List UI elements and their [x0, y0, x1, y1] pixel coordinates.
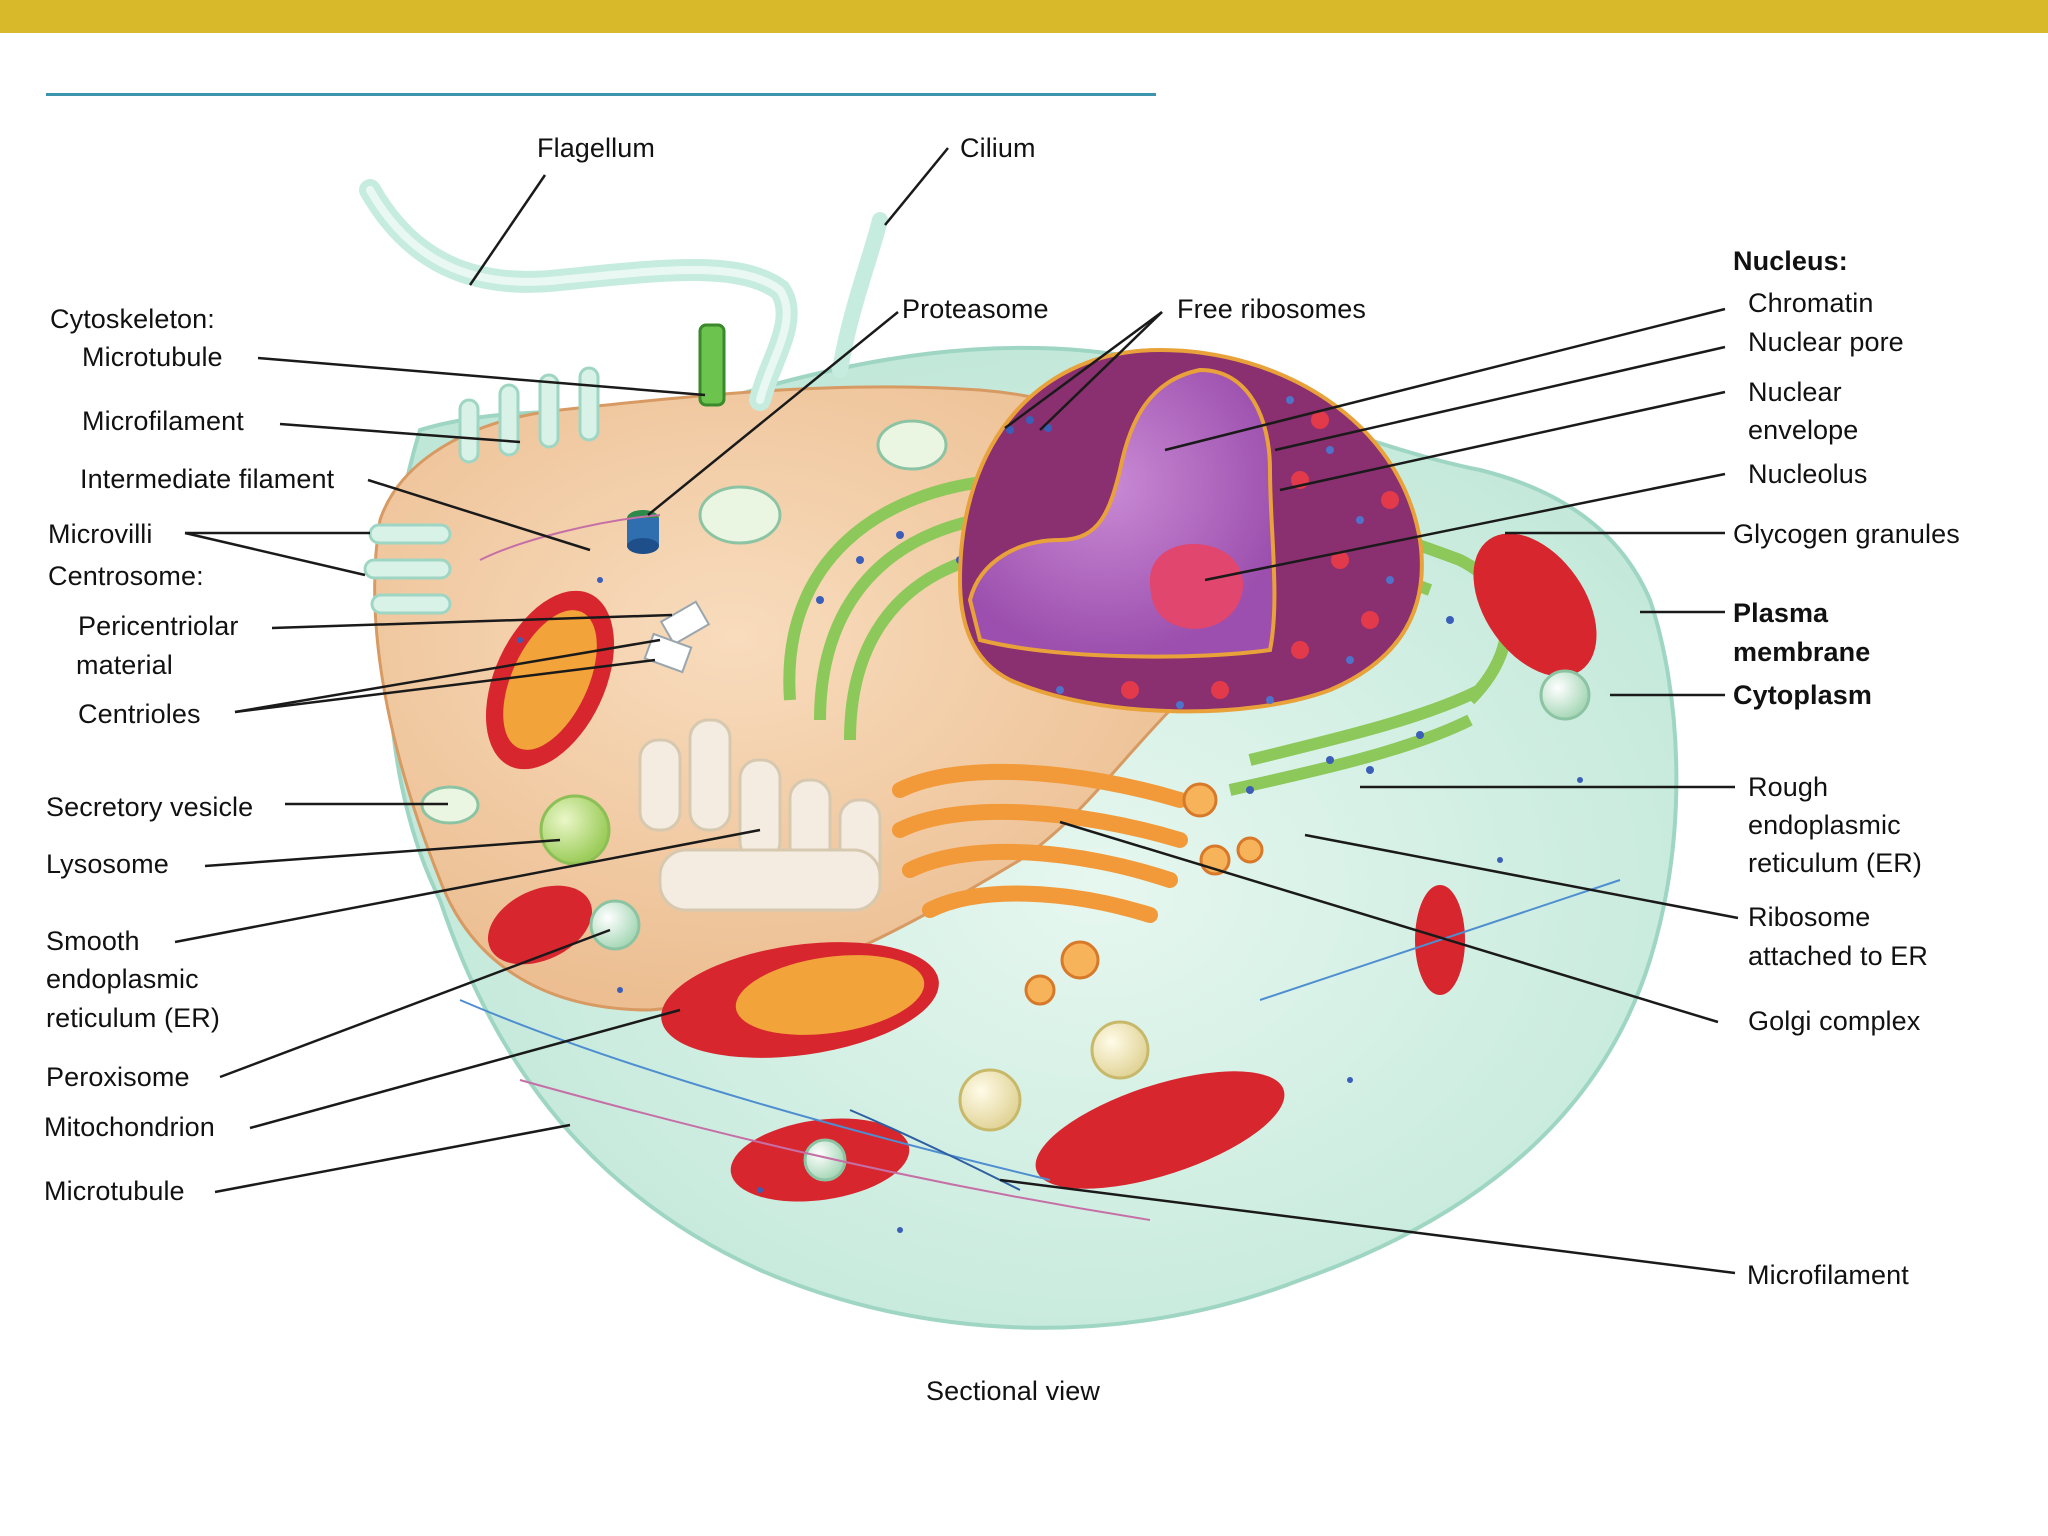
label-pericentriolar-line1: Pericentriolar	[78, 611, 239, 641]
nucleolus	[1150, 544, 1244, 629]
label-nuclear-pore: Nuclear pore	[1748, 327, 1904, 357]
label-intermediate-filament: Intermediate filament	[80, 464, 335, 494]
label-ribosome-er-line1: Ribosome	[1748, 902, 1871, 932]
label-rough-er-line1: Rough	[1748, 772, 1829, 802]
nuclear-surface-ribosomes	[1056, 396, 1394, 709]
label-smooth-er-line1: Smooth	[46, 926, 140, 956]
label-plasma-membrane-line2: membrane	[1733, 637, 1871, 667]
golgi-complex	[892, 763, 1188, 923]
label-microtubule-bottom: Microtubule	[44, 1176, 185, 1206]
label-proteasome: Proteasome	[902, 294, 1049, 324]
title-underline	[46, 93, 1156, 96]
cilium	[832, 212, 888, 378]
label-rough-er-line3: reticulum (ER)	[1748, 848, 1922, 878]
smooth-er	[638, 718, 882, 912]
nuclear-pores	[1121, 411, 1399, 699]
centrioles	[643, 600, 711, 674]
vesicle-bottom-b	[958, 1068, 1022, 1132]
free-ribosomes	[517, 416, 1583, 1233]
label-nuclear-envelope-line1: Nuclear	[1748, 377, 1842, 407]
vesicle-bottom-a	[1090, 1020, 1150, 1080]
label-microtubule-top: Microtubule	[82, 342, 223, 372]
label-pericentriolar-line2: material	[76, 650, 173, 680]
label-cilium: Cilium	[960, 133, 1036, 163]
label-microfilament-bottom: Microfilament	[1747, 1260, 1909, 1290]
label-flagellum: Flagellum	[537, 133, 655, 163]
label-golgi-complex: Golgi complex	[1748, 1006, 1921, 1036]
microtubule-top	[698, 323, 726, 407]
label-centrioles: Centrioles	[78, 699, 201, 729]
label-secretory-vesicle: Secretory vesicle	[46, 792, 254, 822]
label-nucleus-header: Nucleus:	[1733, 246, 1848, 276]
label-smooth-er-line2: endoplasmic	[46, 964, 199, 994]
label-microfilament-top: Microfilament	[82, 406, 244, 436]
label-nucleolus: Nucleolus	[1748, 459, 1868, 489]
label-cytoplasm: Cytoplasm	[1733, 680, 1872, 710]
header-accent-bar	[0, 0, 2048, 33]
vesicle-top-a	[876, 419, 948, 471]
label-centrosome-header: Centrosome:	[48, 561, 204, 591]
proteasome	[627, 510, 659, 554]
lysosome	[539, 794, 611, 866]
label-cytoskeleton-header: Cytoskeleton:	[50, 304, 215, 334]
label-microvilli: Microvilli	[48, 519, 153, 549]
label-plasma-membrane-line1: Plasma	[1733, 598, 1829, 628]
label-chromatin: Chromatin	[1748, 288, 1874, 318]
vesicle-top-b	[698, 485, 782, 545]
label-mitochondrion: Mitochondrion	[44, 1112, 215, 1142]
mitochondria	[485, 533, 1597, 1202]
label-glycogen-granules: Glycogen granules	[1733, 519, 1960, 549]
label-rough-er-line2: endoplasmic	[1748, 810, 1901, 840]
label-free-ribosomes: Free ribosomes	[1177, 294, 1366, 324]
vesicle-bottom-c	[803, 1138, 847, 1182]
caption-sectional-view: Sectional view	[926, 1376, 1100, 1406]
label-peroxisome: Peroxisome	[46, 1062, 190, 1092]
leader-lines	[174, 147, 1739, 1275]
vesicle-right	[1539, 669, 1591, 721]
label-nuclear-envelope-line2: envelope	[1748, 415, 1859, 445]
label-ribosome-er-line2: attached to ER	[1748, 941, 1929, 971]
peroxisome	[589, 899, 641, 951]
label-smooth-er-line3: reticulum (ER)	[46, 1003, 220, 1033]
cytoskeleton-filaments	[459, 514, 1621, 1221]
label-lysosome: Lysosome	[46, 849, 169, 879]
